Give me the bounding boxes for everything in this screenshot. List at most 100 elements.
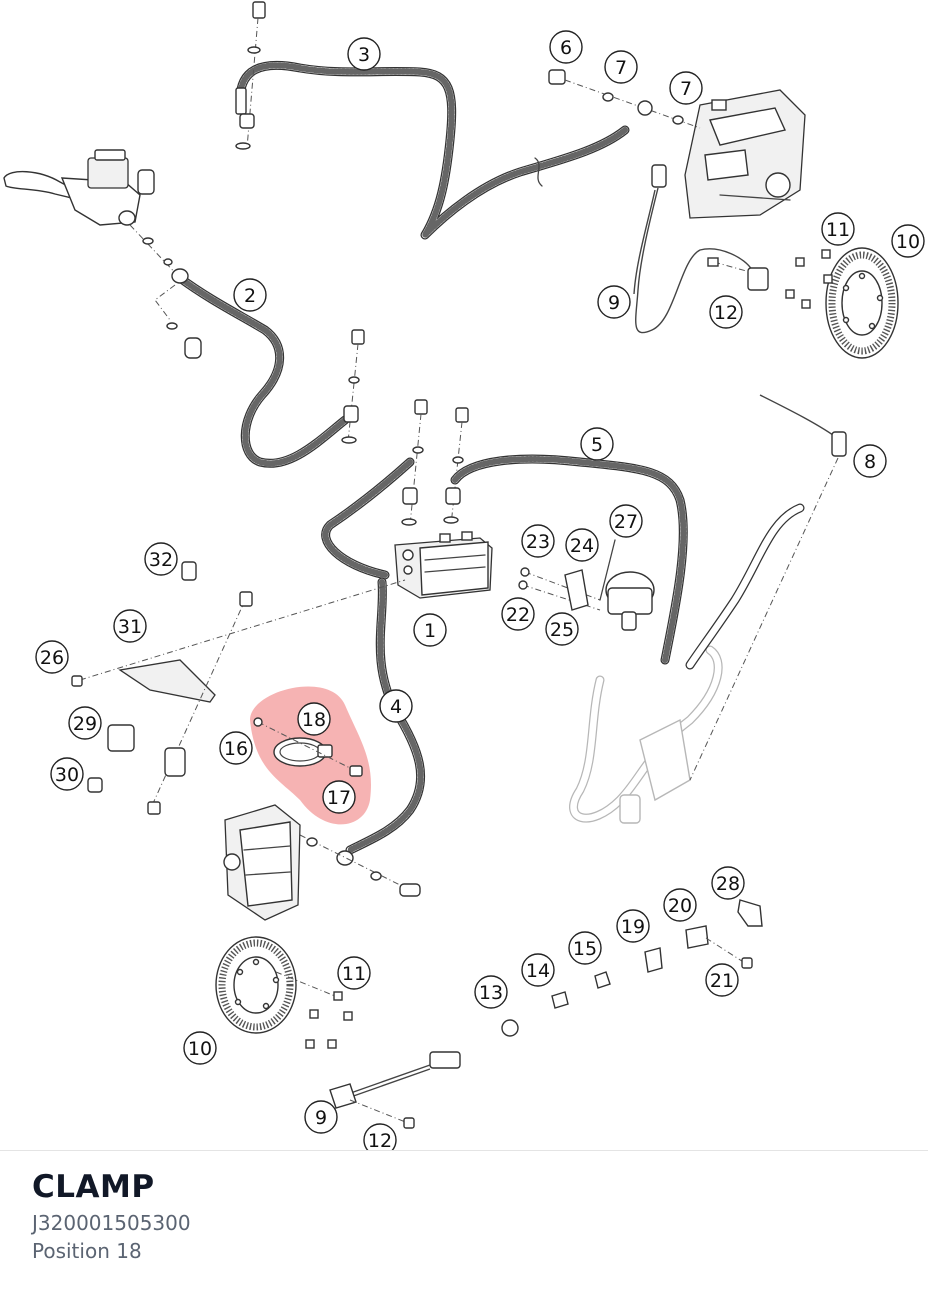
callout-6[interactable]: 6 [549,30,583,64]
callout-circle [549,30,583,64]
callout-12[interactable]: 12 [363,1123,397,1150]
callout-circle [413,613,447,647]
banjo-bolt-hose-2 [341,329,365,444]
callout-number: 10 [188,1038,212,1060]
callout-circle [709,295,743,329]
callout-32[interactable]: 32 [144,542,178,576]
wheel-speed-sensor-top[interactable] [633,164,769,334]
callout-8[interactable]: 8 [853,444,887,478]
callout-5[interactable]: 5 [580,427,614,461]
callout-19[interactable]: 19 [616,909,650,943]
callout-7[interactable]: 7 [604,50,638,84]
brake-master-cylinder[interactable] [3,149,181,279]
wheel-speed-sensor-bottom[interactable] [329,1051,461,1129]
callout-circle [219,731,253,765]
callout-2[interactable]: 2 [233,278,267,312]
callout-10[interactable]: 10 [183,1031,217,1065]
callout-number: 31 [118,616,142,638]
callout-number: 27 [614,511,638,533]
callout-number: 14 [526,960,550,982]
callout-circle [568,931,602,965]
rear-brake-line-8[interactable] [685,394,847,781]
part-name: CLAMP [32,1169,155,1205]
callout-31[interactable]: 31 [113,609,147,643]
callout-17[interactable]: 17 [322,780,356,814]
callout-circle [580,427,614,461]
brake-line-3[interactable] [235,60,630,240]
callout-number: 30 [55,764,79,786]
callout-number: 10 [896,231,920,253]
callout-7[interactable]: 7 [669,71,703,105]
callout-circle [35,640,69,674]
small-clips[interactable] [501,899,763,1037]
callout-number: 26 [40,647,64,669]
callout-circle [347,37,381,71]
clamp-part-18[interactable] [253,717,363,777]
wheel-speed-sensor-front[interactable] [87,591,253,815]
callout-circle [322,780,356,814]
callout-circle [474,975,508,1009]
brake-line-5[interactable] [321,454,688,665]
callout-4[interactable]: 4 [379,689,413,723]
callout-10[interactable]: 10 [891,224,925,258]
callout-24[interactable]: 24 [565,528,599,562]
callout-11[interactable]: 11 [337,956,371,990]
part-position: Position 18 [32,1239,142,1263]
callout-number: 7 [680,78,692,100]
callout-number: 4 [390,696,402,718]
callout-number: 7 [615,57,627,79]
callout-number: 13 [479,982,503,1004]
callout-16[interactable]: 16 [219,731,253,765]
callout-28[interactable]: 28 [711,866,745,900]
rear-brake-caliper[interactable] [684,89,806,219]
callout-circle [663,888,697,922]
front-brake-caliper[interactable] [223,804,301,921]
callout-11[interactable]: 11 [821,212,855,246]
callout-circle [609,504,643,538]
callout-25[interactable]: 25 [545,612,579,646]
callout-14[interactable]: 14 [521,953,555,987]
callout-number: 9 [608,292,620,314]
sensor-bracket[interactable] [71,561,406,703]
callout-20[interactable]: 20 [663,888,697,922]
banjo-bolt-top [235,1,266,150]
callout-9[interactable]: 9 [304,1100,338,1134]
part-number: J320001505300 [32,1211,191,1235]
callout-26[interactable]: 26 [35,640,69,674]
callout-number: 8 [864,451,876,473]
callout-circle [501,597,535,631]
brake-disc-rear[interactable] [785,247,899,359]
callout-30[interactable]: 30 [50,757,84,791]
callout-18[interactable]: 18 [297,702,331,736]
callout-22[interactable]: 22 [501,597,535,631]
callout-12[interactable]: 12 [709,295,743,329]
callout-circle [297,702,331,736]
brake-line-4[interactable] [299,577,426,897]
callout-circle [521,953,555,987]
callout-15[interactable]: 15 [568,931,602,965]
callout-number: 1 [424,620,436,642]
callout-number: 32 [149,549,173,571]
callout-circle [363,1123,397,1150]
callout-29[interactable]: 29 [68,706,102,740]
rear-brake-reservoir[interactable] [518,539,655,631]
callout-number: 15 [573,938,597,960]
callout-21[interactable]: 21 [705,963,739,997]
callout-circle [337,956,371,990]
callout-number: 19 [621,916,645,938]
callout-1[interactable]: 1 [413,613,447,647]
callout-3[interactable]: 3 [347,37,381,71]
callout-9[interactable]: 9 [597,285,631,319]
callout-number: 21 [710,970,734,992]
callout-27[interactable]: 27 [609,504,643,538]
callout-circle [50,757,84,791]
rear-brake-master-cylinder [569,645,723,824]
callout-23[interactable]: 23 [521,524,555,558]
abs-hydraulic-unit[interactable] [394,531,493,599]
callout-13[interactable]: 13 [474,975,508,1009]
brake-disc-front[interactable] [215,936,353,1049]
callout-number: 11 [342,963,366,985]
callout-circle [144,542,178,576]
callout-circle [304,1100,338,1134]
brake-line-2[interactable] [154,268,350,468]
